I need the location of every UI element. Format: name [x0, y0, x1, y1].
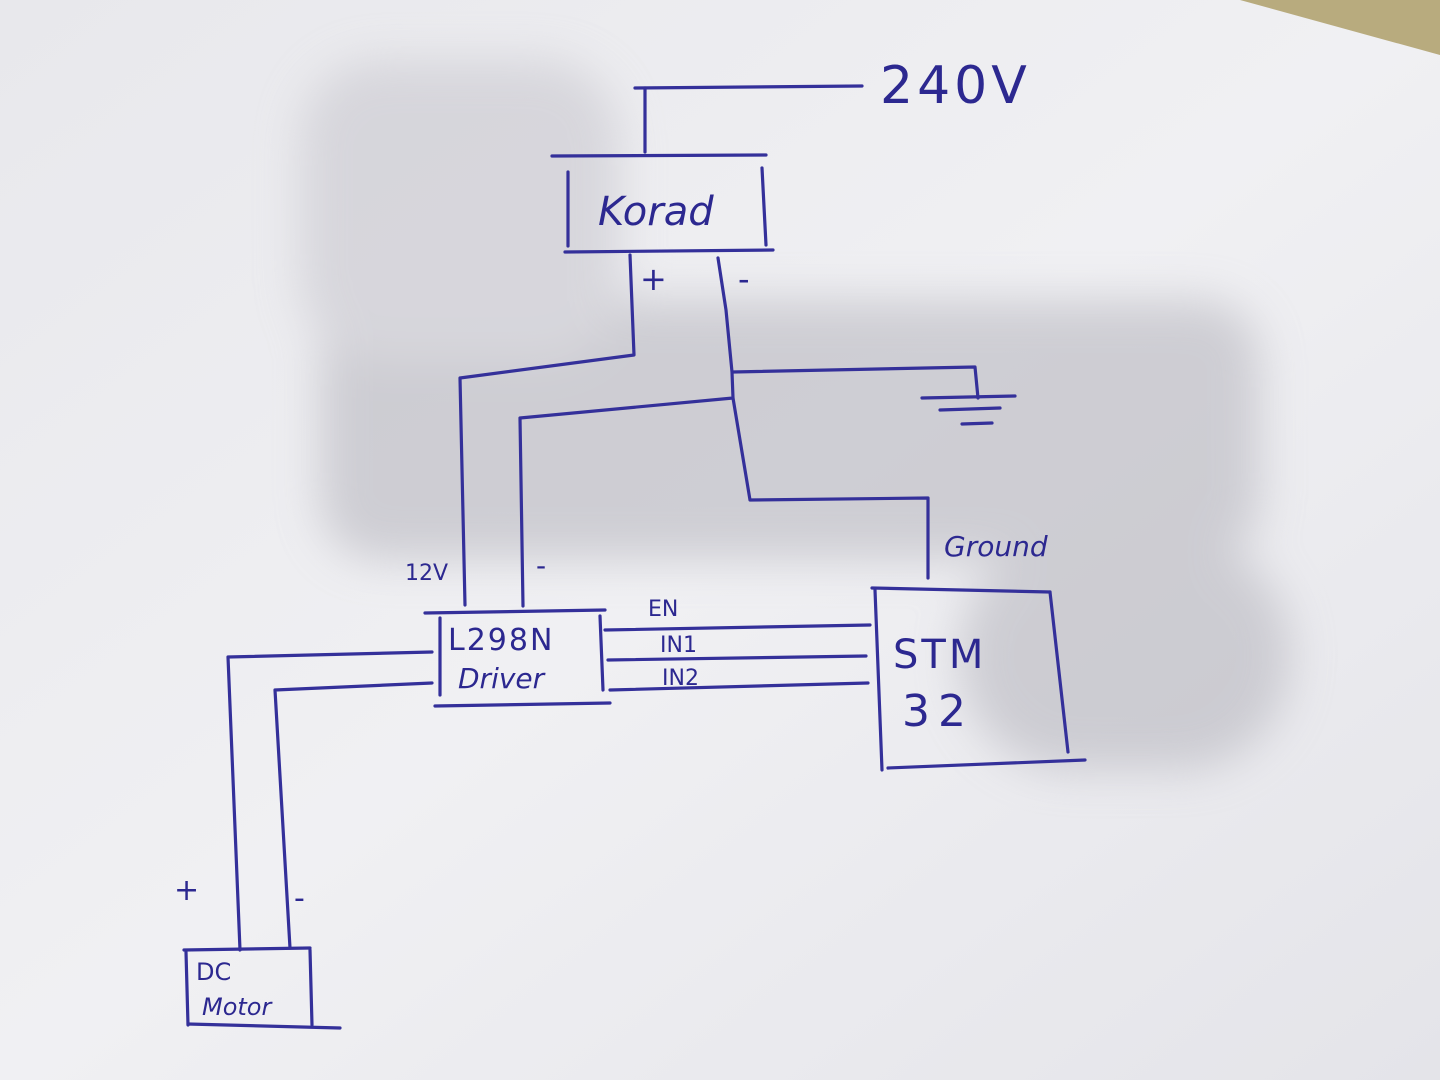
signal-in2-label: IN2	[662, 666, 699, 691]
signal-en-label: EN	[648, 597, 678, 622]
ground-icon	[920, 394, 1017, 426]
driver-label-line1: L298N	[448, 623, 554, 658]
negative-wire	[518, 256, 980, 608]
dc-motor	[182, 946, 342, 1030]
mains-feed	[633, 84, 864, 154]
mcu-stm32	[870, 586, 1087, 772]
driver-minus-label: -	[536, 549, 546, 582]
mains-label: 240V	[880, 56, 1031, 116]
positive-wire	[458, 253, 636, 607]
motor-label-line2: Motor	[202, 993, 273, 1021]
signal-wires	[603, 623, 872, 692]
mcu-label-line1: STM	[893, 632, 986, 678]
psu-label: Korad	[598, 189, 714, 235]
motor-plus-label: +	[174, 873, 199, 908]
ground-label: Ground	[944, 530, 1048, 563]
mcu-label-line2: 32	[902, 686, 974, 737]
psu-minus-label: -	[738, 260, 750, 298]
driver-l298n	[423, 608, 612, 708]
table-corner	[1240, 0, 1440, 55]
motor-wires	[226, 650, 434, 952]
motor-minus-label: -	[294, 881, 305, 916]
signal-in1-label: IN1	[660, 633, 697, 658]
driver-supply-label: 12V	[405, 561, 448, 586]
motor-label-line1: DC	[196, 958, 231, 986]
psu-plus-label: +	[640, 260, 667, 298]
psu-korad	[550, 153, 775, 254]
driver-label-line2: Driver	[458, 662, 546, 695]
